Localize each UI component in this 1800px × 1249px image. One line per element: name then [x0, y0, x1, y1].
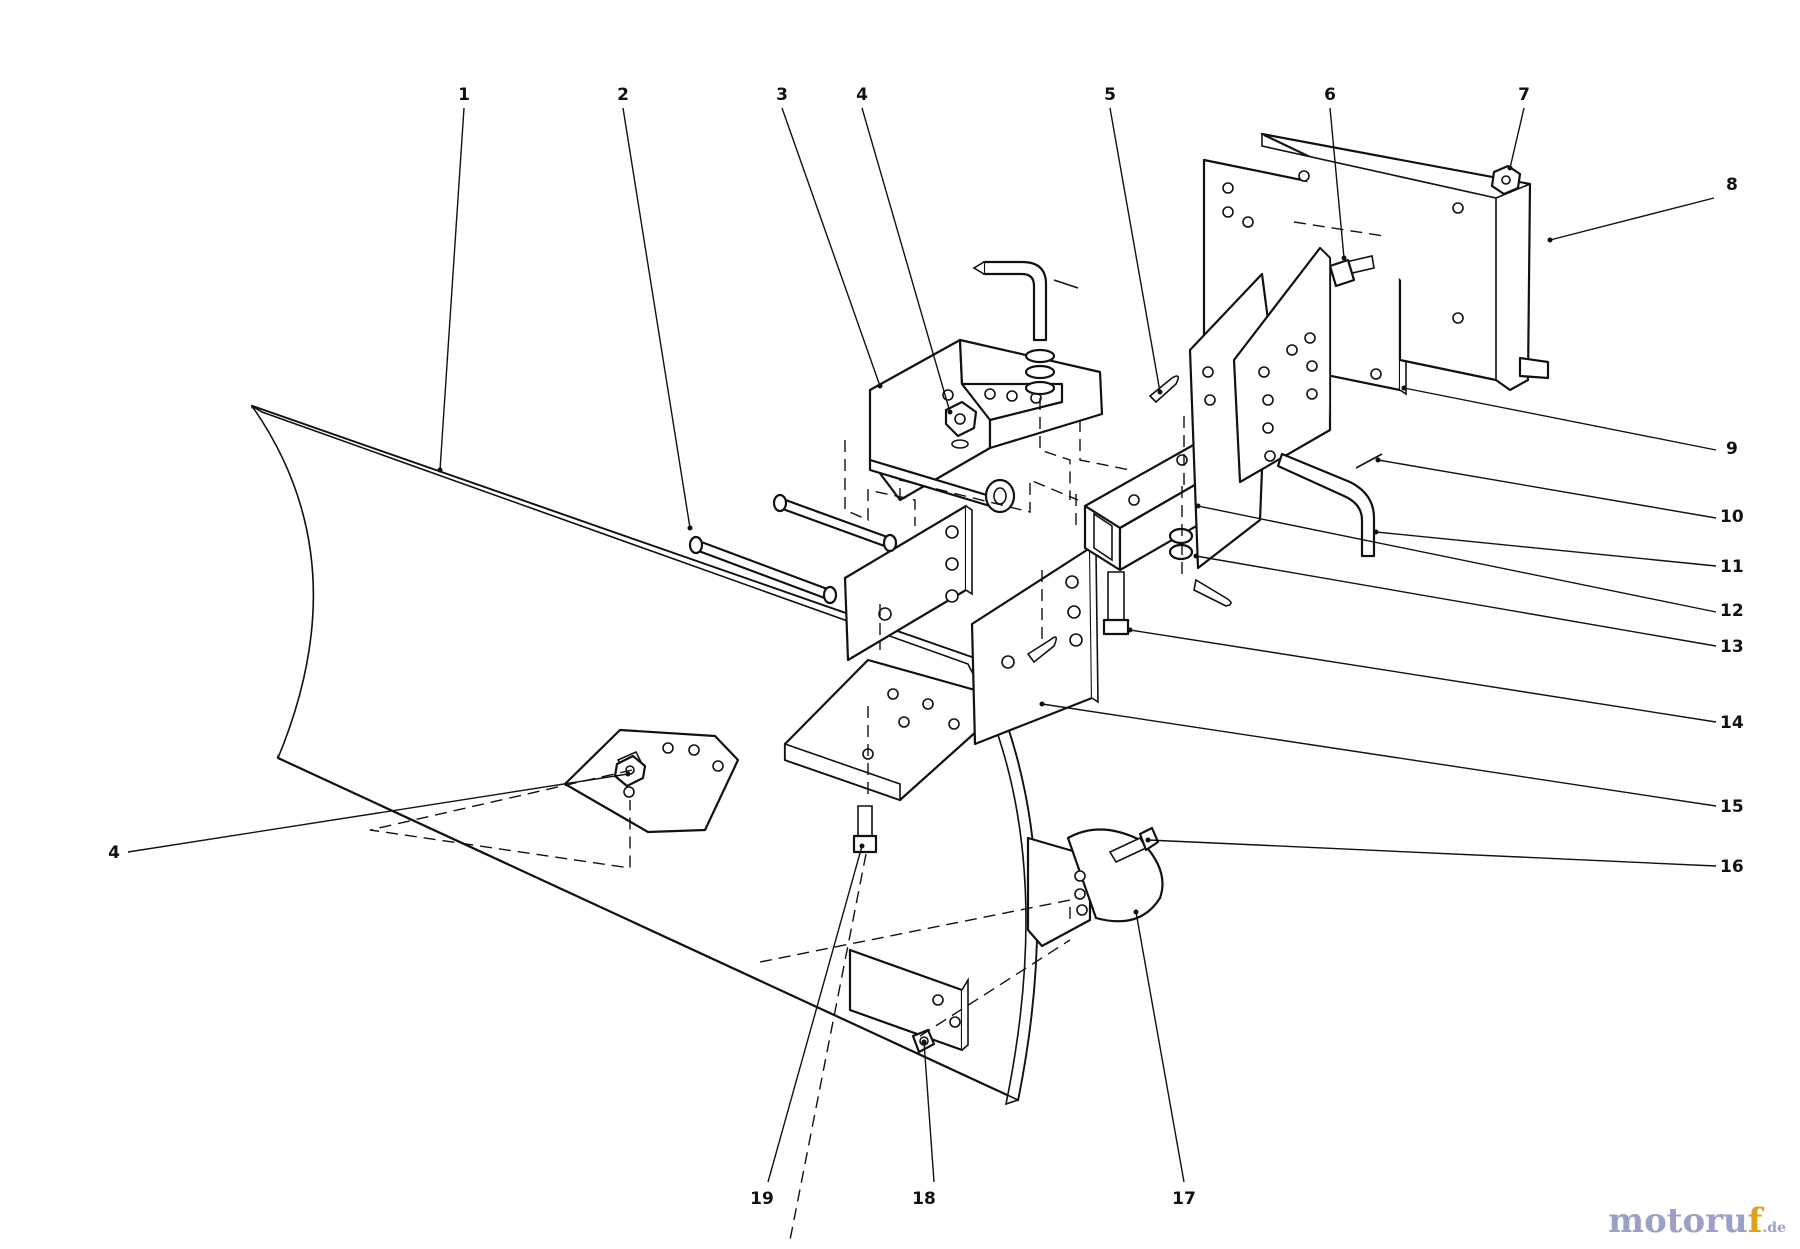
- a-frame-front-plate: [970, 546, 1099, 746]
- nut-7: [1490, 164, 1522, 196]
- watermark-accent: f: [1747, 1201, 1763, 1241]
- lock-pin-upper: [972, 260, 1079, 396]
- mounting-bracket-8: [1260, 132, 1550, 392]
- watermark-main: motoru: [1608, 1201, 1748, 1241]
- callout-1: 1: [458, 85, 470, 105]
- callout-8: 8: [1726, 175, 1738, 195]
- bolt-6: [1328, 255, 1375, 288]
- hairpin-5: [1148, 375, 1180, 404]
- blade-lower-bracket: [848, 948, 969, 1052]
- hairpin-clip-aframe: [1026, 636, 1058, 664]
- watermark-suffix: .de: [1762, 1220, 1786, 1236]
- callout-4-left: 4: [108, 843, 120, 863]
- callout-19: 19: [750, 1189, 774, 1209]
- callout-3: 3: [776, 85, 788, 105]
- blade-left-plate: [563, 728, 740, 834]
- alignment-lines: [369, 221, 1385, 1241]
- pin-2-lower: [688, 535, 838, 605]
- leader-lines: [127, 107, 1717, 1183]
- callout-12: 12: [1720, 601, 1744, 621]
- callout-10: 10: [1720, 507, 1744, 527]
- pin-2-upper: [772, 493, 898, 553]
- pivot-bracket: [868, 338, 1104, 514]
- hitch-side-plate-right: [1232, 246, 1332, 484]
- callout-16: 16: [1720, 857, 1744, 877]
- leader-dots: [437, 165, 1553, 1045]
- callout-11: 11: [1720, 557, 1744, 577]
- callout-labels: 1 2 3 4 5 6 7 8 9 10 11 12 13 14 15 16 1…: [108, 85, 1744, 1209]
- callout-7: 7: [1518, 85, 1530, 105]
- lock-pin-right: [1276, 452, 1383, 558]
- blade-center-plate: [783, 658, 980, 802]
- callout-9: 9: [1726, 439, 1738, 459]
- callout-18: 18: [912, 1189, 936, 1209]
- nut-4-upper: [944, 400, 978, 449]
- bolt-14: [1102, 571, 1130, 636]
- callout-4-top: 4: [856, 85, 868, 105]
- a-frame-rear-plate: [843, 504, 973, 662]
- callout-6: 6: [1324, 85, 1336, 105]
- callout-15: 15: [1720, 797, 1744, 817]
- watermark-logo: motoruf.de: [1608, 1201, 1786, 1241]
- bolt-19: [852, 805, 878, 854]
- callout-14: 14: [1720, 713, 1744, 733]
- callout-5: 5: [1104, 85, 1116, 105]
- washers-13: [1168, 527, 1232, 607]
- callout-13: 13: [1720, 637, 1744, 657]
- skid-shoe: [1026, 828, 1164, 948]
- callout-2: 2: [617, 85, 629, 105]
- callout-17: 17: [1172, 1189, 1196, 1209]
